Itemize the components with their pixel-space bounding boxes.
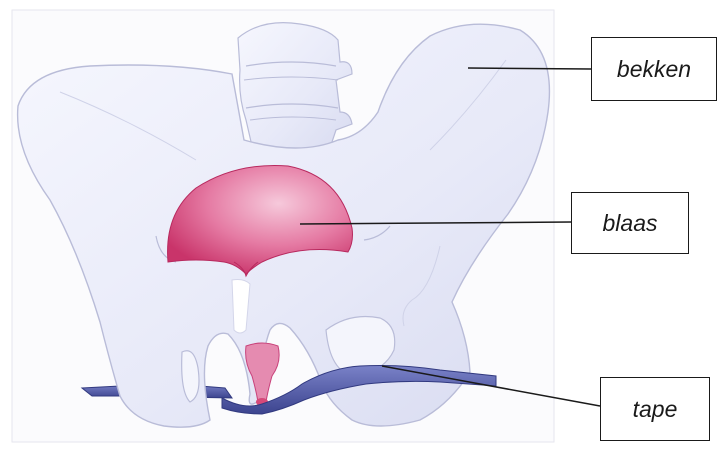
leader-line-bekken [468, 68, 591, 69]
spine-vertebrae [238, 23, 352, 151]
label-blaas: blaas [571, 192, 689, 254]
label-tape: tape [600, 377, 710, 441]
label-bekken: bekken [591, 37, 717, 101]
